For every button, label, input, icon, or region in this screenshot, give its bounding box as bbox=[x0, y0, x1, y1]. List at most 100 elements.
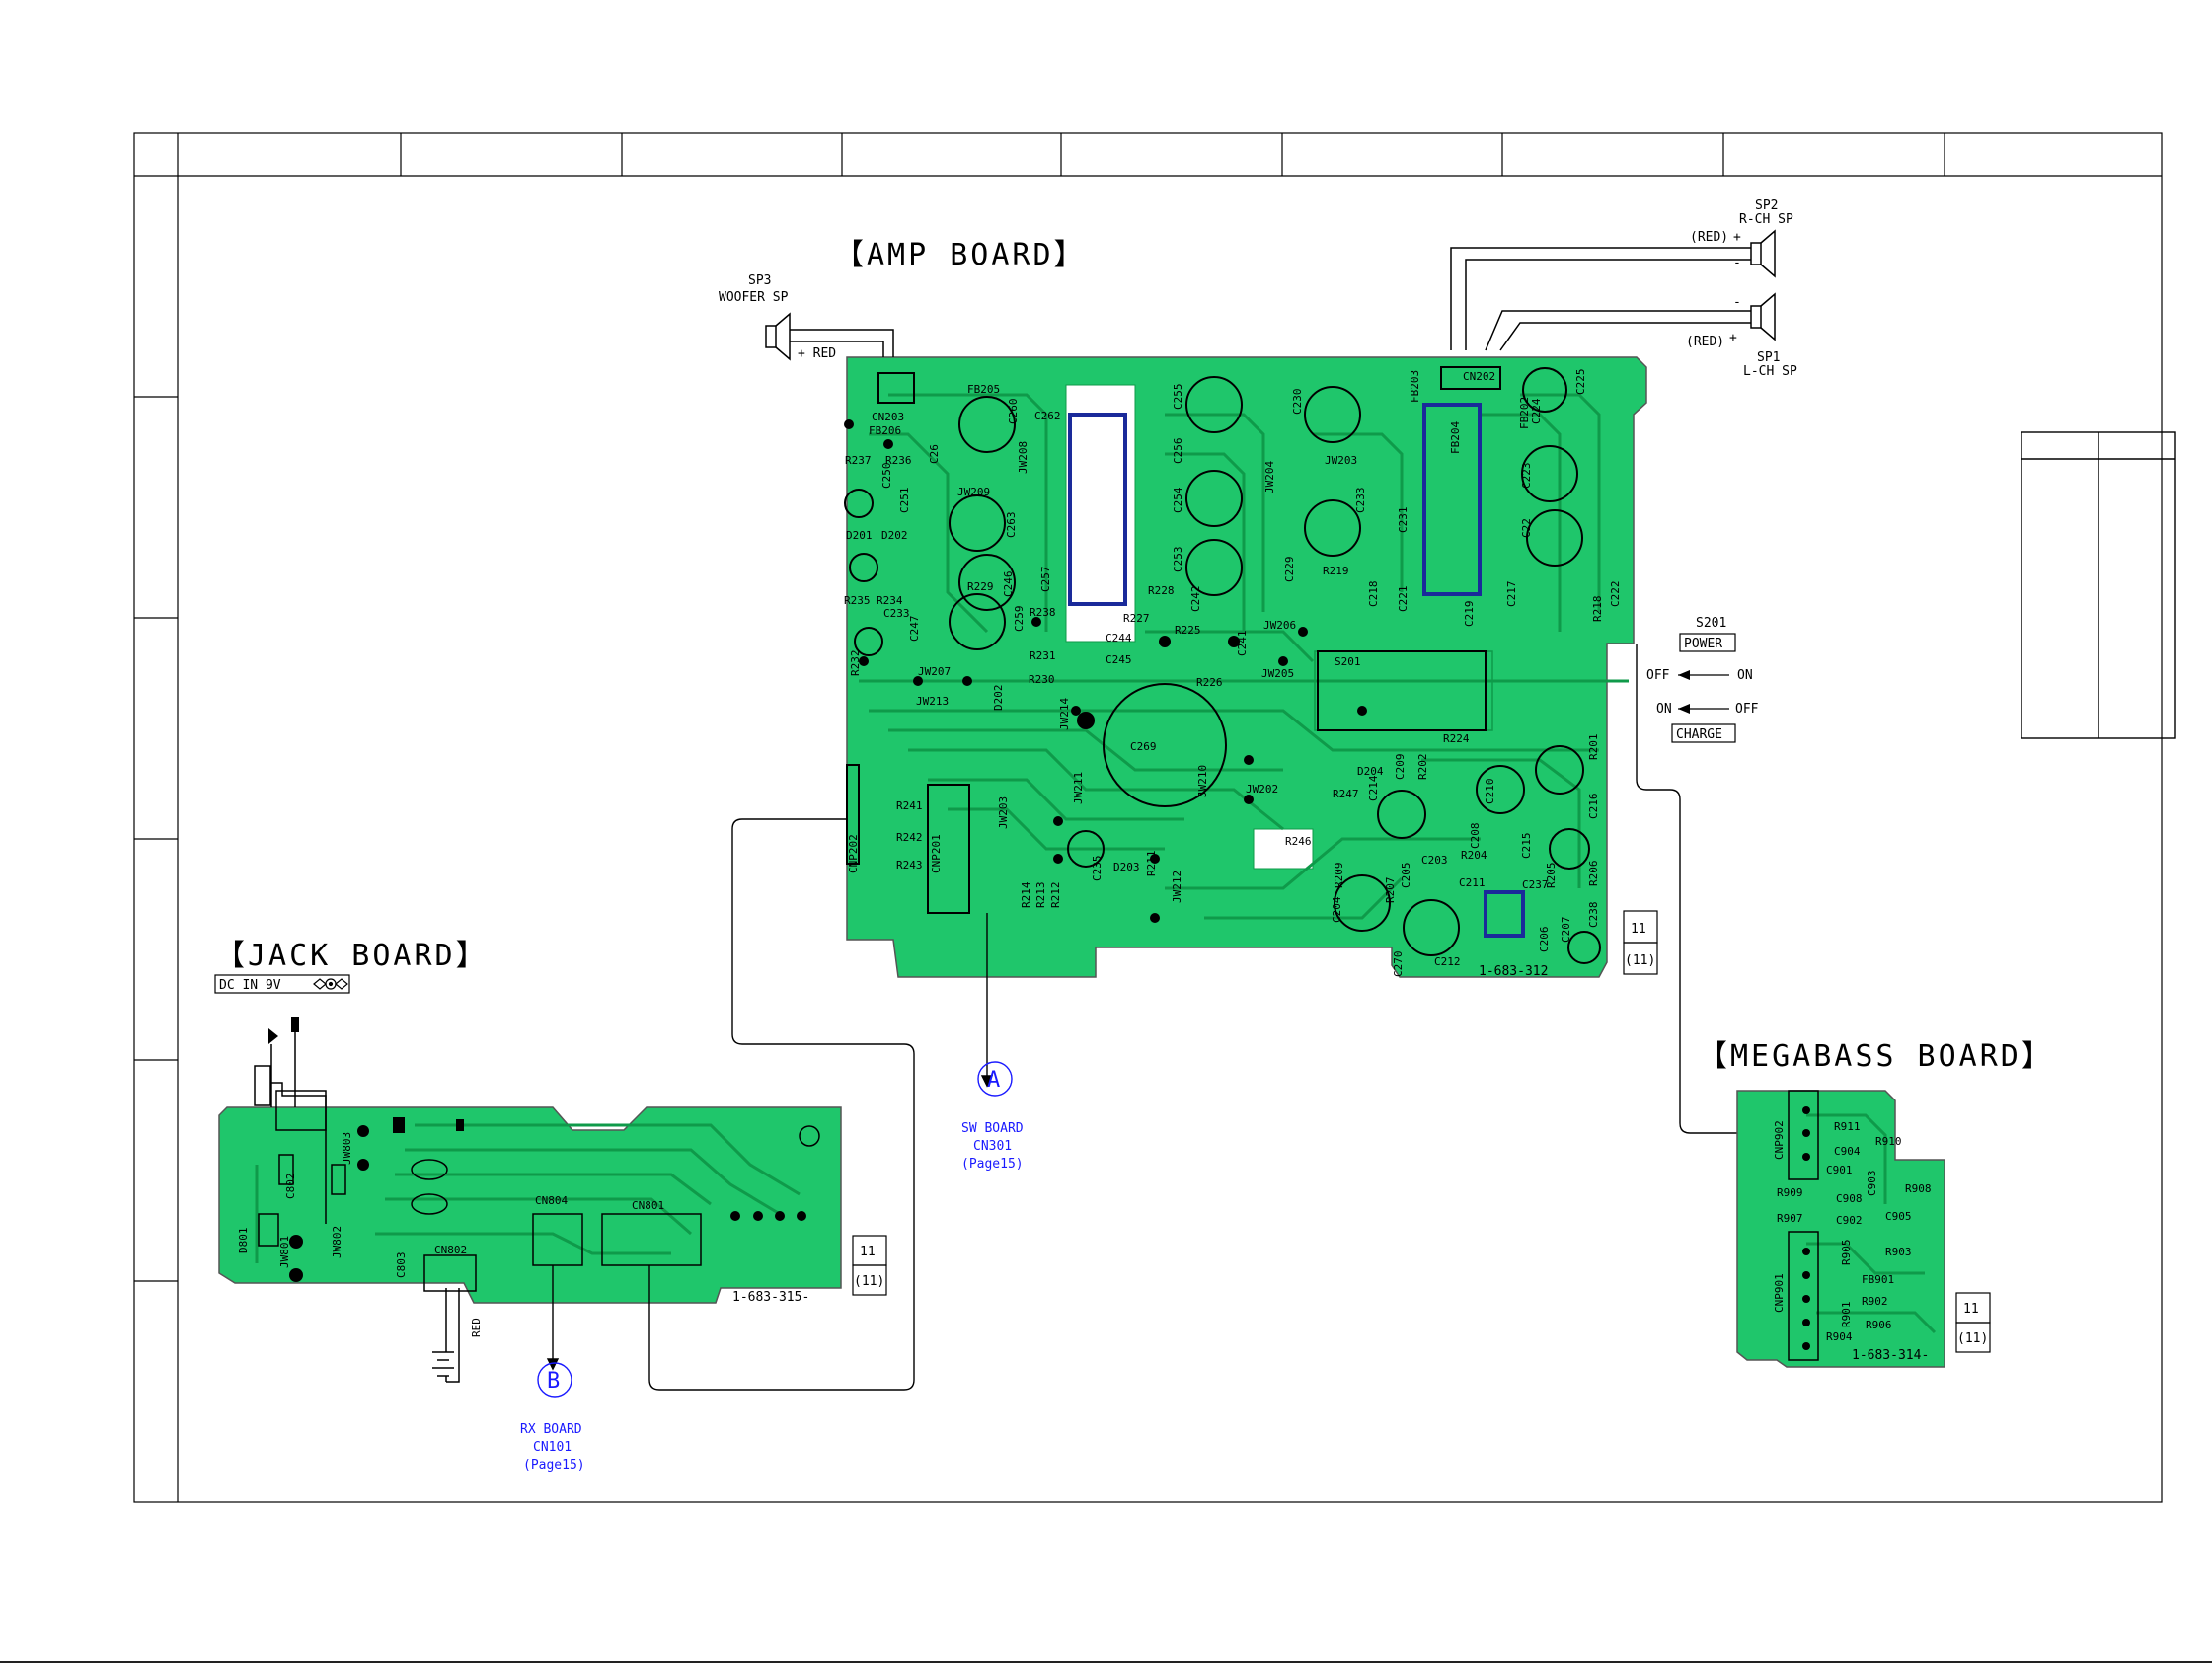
connector-a-line1: SW BOARD bbox=[961, 1121, 1024, 1136]
part-label: R908 bbox=[1905, 1182, 1932, 1195]
speaker-sp1-icon bbox=[1485, 292, 1776, 351]
part-label: FB206 bbox=[869, 424, 901, 437]
amp-board-title: 【AMP BOARD】 bbox=[834, 238, 1087, 272]
part-label: C256 bbox=[1172, 438, 1184, 465]
part-label: C802 bbox=[284, 1174, 297, 1200]
sp3-ref: SP3 bbox=[748, 273, 771, 288]
part-label: FB203 bbox=[1409, 370, 1421, 403]
charge-label: CHARGE bbox=[1676, 727, 1722, 742]
part-label: C214 bbox=[1367, 775, 1380, 801]
jack-page-number-sub: (11) bbox=[854, 1274, 884, 1289]
part-label: C903 bbox=[1866, 1171, 1878, 1197]
part-label: D201 bbox=[846, 529, 873, 542]
megabass-page-ref bbox=[1955, 1292, 1991, 1353]
part-label: JW202 bbox=[1246, 783, 1278, 796]
part-label: C229 bbox=[1283, 557, 1296, 583]
part-label: C209 bbox=[1394, 754, 1407, 781]
connector-b-letter: B bbox=[547, 1369, 560, 1394]
part-label: C231 bbox=[1397, 507, 1410, 534]
part-label: R202 bbox=[1416, 754, 1429, 781]
jack-board-code: 1-683-315- bbox=[732, 1290, 809, 1305]
sp1-ref: SP1 bbox=[1757, 350, 1780, 365]
part-label: JW803 bbox=[341, 1132, 353, 1165]
part-label: C230 bbox=[1291, 389, 1304, 416]
part-label: R237 bbox=[845, 454, 872, 467]
page-bottom-rule bbox=[0, 1661, 2212, 1663]
part-label: R227 bbox=[1123, 612, 1150, 625]
megabass-part-labels: CNP902 R911 C904 R910 C901 R909 C908 R90… bbox=[1773, 1120, 1932, 1343]
sp2-minus: - bbox=[1733, 256, 1741, 270]
part-label: R201 bbox=[1587, 734, 1600, 761]
jack-board-title: 【JACK BOARD】 bbox=[215, 939, 489, 973]
part-label: JW206 bbox=[1263, 619, 1296, 632]
part-label: D203 bbox=[1113, 861, 1140, 873]
part-label: R232 bbox=[849, 650, 862, 677]
part-label: C251 bbox=[898, 488, 911, 514]
part-label: R229 bbox=[967, 580, 994, 593]
part-label: R218 bbox=[1591, 596, 1604, 623]
part-label: C206 bbox=[1538, 927, 1551, 953]
part-label: C212 bbox=[1434, 955, 1461, 968]
sp1-wire: (RED) bbox=[1686, 335, 1724, 349]
megabass-board-code: 1-683-314- bbox=[1852, 1348, 1929, 1363]
part-label: D202 bbox=[992, 685, 1005, 712]
part-label: D204 bbox=[1357, 765, 1384, 778]
part-label: C904 bbox=[1834, 1145, 1861, 1158]
connector-a-letter: A bbox=[987, 1068, 1000, 1093]
sheet-frame bbox=[133, 132, 2163, 1503]
part-label: R903 bbox=[1885, 1246, 1912, 1258]
part-label: C242 bbox=[1189, 586, 1202, 613]
part-label: C241 bbox=[1236, 631, 1249, 657]
legend-table bbox=[2021, 431, 2176, 739]
part-label: JW203 bbox=[997, 796, 1010, 829]
part-label: C216 bbox=[1587, 794, 1600, 820]
part-label: R236 bbox=[885, 454, 912, 467]
part-label: C270 bbox=[1392, 951, 1405, 978]
part-label: R214 bbox=[1020, 881, 1032, 908]
part-label: R211 bbox=[1145, 851, 1158, 877]
switch-on-1: ON bbox=[1737, 668, 1753, 683]
part-label: CN804 bbox=[535, 1194, 568, 1207]
part-label: C803 bbox=[395, 1252, 408, 1279]
jack-page-ref bbox=[852, 1235, 887, 1296]
part-label: CNP202 bbox=[847, 834, 860, 873]
power-label-box bbox=[1679, 633, 1736, 652]
power-label: POWER bbox=[1684, 637, 1722, 651]
part-label: C207 bbox=[1560, 917, 1572, 944]
part-label: C245 bbox=[1106, 653, 1132, 666]
part-label: R204 bbox=[1461, 849, 1487, 862]
part-label: D801 bbox=[237, 1228, 250, 1254]
part-label: C210 bbox=[1484, 779, 1496, 805]
amp-page-ref bbox=[1623, 910, 1658, 975]
part-label: C224 bbox=[1530, 398, 1543, 424]
part-label: R231 bbox=[1030, 649, 1056, 662]
part-label: R242 bbox=[896, 831, 923, 844]
switch-on-2: ON bbox=[1656, 702, 1672, 717]
connector-a-line3: (Page15) bbox=[961, 1157, 1024, 1172]
part-label: CN801 bbox=[632, 1199, 664, 1212]
part-label: R209 bbox=[1333, 863, 1345, 889]
part-label: FB205 bbox=[967, 383, 1000, 396]
part-label: C908 bbox=[1836, 1192, 1863, 1205]
part-label: R901 bbox=[1840, 1302, 1853, 1328]
part-label: C233 bbox=[1354, 488, 1367, 514]
part-label: R224 bbox=[1443, 732, 1470, 745]
speaker-sp3-icon bbox=[765, 312, 894, 361]
dc-in-label-box bbox=[214, 974, 350, 994]
charge-label-box bbox=[1671, 723, 1736, 743]
part-label: R909 bbox=[1777, 1186, 1803, 1199]
part-label: JW214 bbox=[1058, 698, 1071, 730]
part-label: C263 bbox=[1005, 512, 1018, 539]
switch-off-1: OFF bbox=[1646, 668, 1670, 683]
speaker-sp2-icon bbox=[1450, 229, 1776, 350]
jack-part-labels: D801 JW801 C802 JW803 JW802 C803 CN802 R… bbox=[237, 1132, 664, 1337]
megabass-page-number: 11 bbox=[1963, 1302, 1979, 1317]
part-label: R241 bbox=[896, 799, 923, 812]
part-label: R907 bbox=[1777, 1212, 1803, 1225]
part-label: C250 bbox=[880, 463, 893, 490]
switch-arrow-head-1 bbox=[1678, 670, 1690, 680]
part-label: C260 bbox=[1007, 399, 1020, 425]
part-label: CNP902 bbox=[1773, 1120, 1786, 1160]
amp-part-labels: CN203 FB205 FB206 R237 R236 C250 C251 D2… bbox=[844, 369, 1622, 978]
part-label: CN802 bbox=[434, 1244, 467, 1256]
